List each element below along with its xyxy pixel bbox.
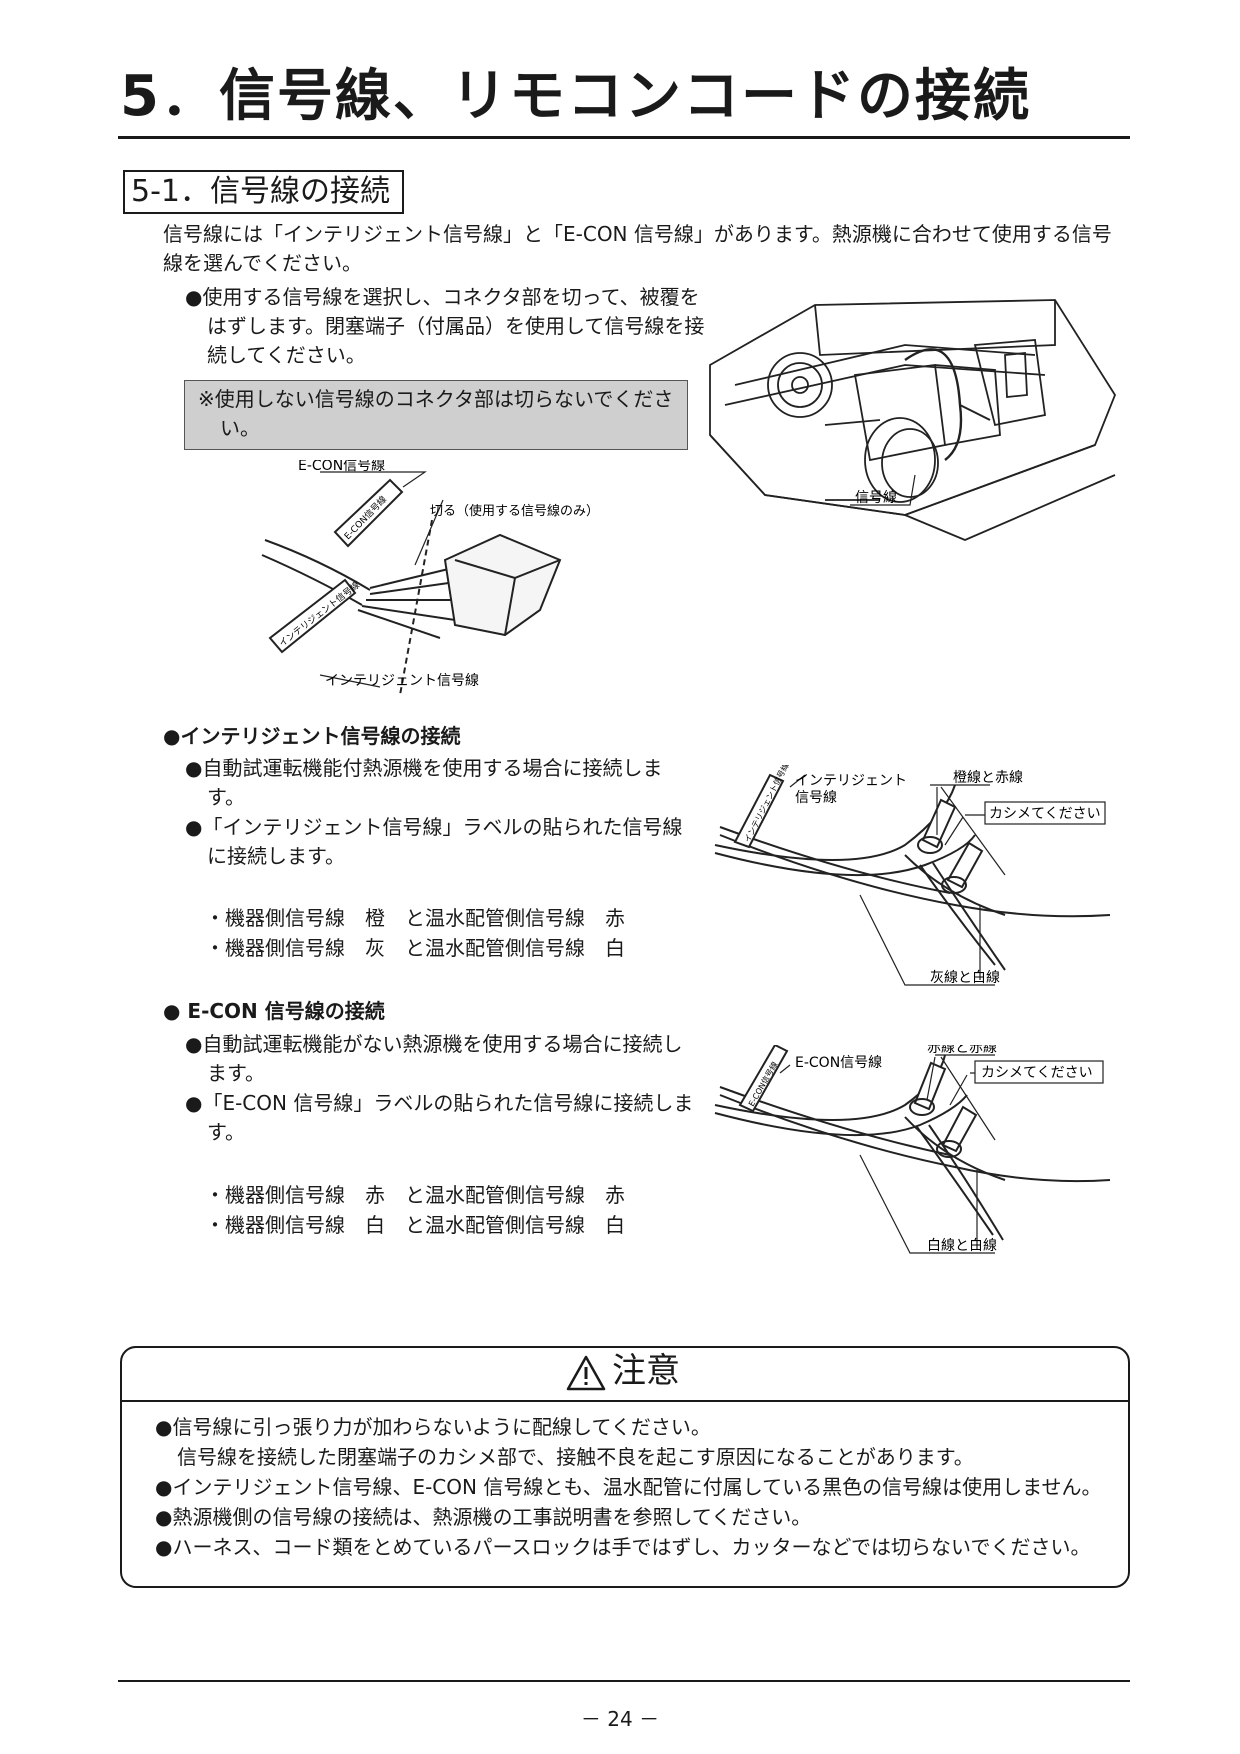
page-title: 5．信号線、リモコンコードの接続 [120,64,1031,129]
footer-rule [118,1680,1130,1682]
econ-bullet-1: ●自動試運転機能がない熱源機を使用する場合に接続します。 [185,1032,683,1085]
caution-item: ●インテリジェント信号線、E-CON 信号線とも、温水配管に付属している黒色の信… [155,1475,1102,1499]
econ-wiring-diagram: E-CON信号線 赤線と赤線 カシメてください 白線と白線 E-CON信号線 [714,1045,1111,1254]
section-heading: 5-1．信号線の接続 [123,170,404,214]
econ-heading: ● E-CON 信号線の接続 [163,999,385,1023]
econ-wire-label: E-CON信号線 [298,460,385,474]
intel-wire-label-1: インテリジェント [795,773,907,789]
instruction-bullet: ●使用する信号線を選択し、コネクタ部を切って、被覆をはずします。閉塞端子（付属品… [185,285,705,367]
intelligent-connection-list: ・機器側信号線 橙 と温水配管側信号線 赤 ・機器側信号線 灰 と温水配管側信号… [205,903,625,963]
warning-triangle-icon [566,1355,606,1391]
unit-illustration: 信号線 [709,299,1117,541]
signal-wire-label: 信号線 [855,490,897,506]
intel-pair-2: 灰線と白線 [930,970,1000,986]
intel-tag-text: インテリジェント信号線 [742,765,791,844]
caution-item: 信号線を接続した閉塞端子のカシメ部で、接触不良を起こす原因になることがあります。 [177,1445,974,1469]
caution-item: ●信号線に引っ張り力が加わらないように配線してください。 [155,1415,711,1439]
econ-wire-label: E-CON信号線 [795,1055,882,1071]
intelligent-connection-1: ・機器側信号線 橙 と温水配管側信号線 赤 [205,906,625,930]
note-box [184,380,688,450]
intelligent-heading: ●インテリジェント信号線の接続 [163,724,461,748]
caution-item: ●ハーネス、コード類をとめているパースロックは手ではずし、カッターなどでは切らな… [155,1535,1091,1559]
caution-title: 注意 [612,1351,680,1391]
intro-text: 信号線には「インテリジェント信号線」と「E-CON 信号線」があります。熱源機に… [163,222,1112,275]
econ-pair-1: 赤線と赤線 [927,1045,997,1056]
intel-crimp-label: カシメてください [989,806,1101,822]
connector-cut-diagram: E-CON信号線 切る（使用する信号線のみ） インテリジェント信号線 E-CON… [261,460,599,696]
econ-connection-list: ・機器側信号線 赤 と温水配管側信号線 赤 ・機器側信号線 白 と温水配管側信号… [205,1180,625,1240]
econ-pair-2: 白線と白線 [927,1238,997,1254]
intelligent-wire-label: インテリジェント信号線 [325,673,479,689]
caution-divider [121,1400,1129,1402]
caution-box [120,1346,1130,1588]
econ-bullet-2: ●「E-CON 信号線」ラベルの貼られた信号線に接続します。 [185,1091,694,1144]
intel-tag-text: インテリジェント信号線 [276,579,361,649]
econ-crimp-label: カシメてください [981,1065,1093,1081]
caution-list: ●信号線に引っ張り力が加わらないように配線してください。 信号線を接続した閉塞端… [155,1412,1125,1562]
intel-pair-1: 橙線と赤線 [953,770,1023,786]
econ-connection-1: ・機器側信号線 赤 と温水配管側信号線 赤 [205,1183,625,1207]
econ-connection-2: ・機器側信号線 白 と温水配管側信号線 白 [205,1213,625,1237]
intelligent-connection-2: ・機器側信号線 灰 と温水配管側信号線 白 [205,936,625,960]
note-text: ※使用しない信号線のコネクタ部は切らないでください。 [198,387,674,440]
title-underline [118,136,1130,139]
intelligent-bullet-2: ●「インテリジェント信号線」ラベルの貼られた信号線に接続します。 [185,815,683,868]
caution-item: ●熱源機側の信号線の接続は、熱源機の工事説明書を参照してください。 [155,1505,812,1529]
cut-instruction-label: 切る（使用する信号線のみ） [430,503,599,519]
page-number: － 24 － [580,1707,660,1731]
intel-wire-label-2: 信号線 [795,790,837,806]
intelligent-bullet-1: ●自動試運転機能付熱源機を使用する場合に接続します。 [185,756,663,809]
intelligent-wiring-diagram: インテリジェント 信号線 橙線と赤線 カシメてください 灰線と白線 インテリジェ… [714,765,1111,986]
